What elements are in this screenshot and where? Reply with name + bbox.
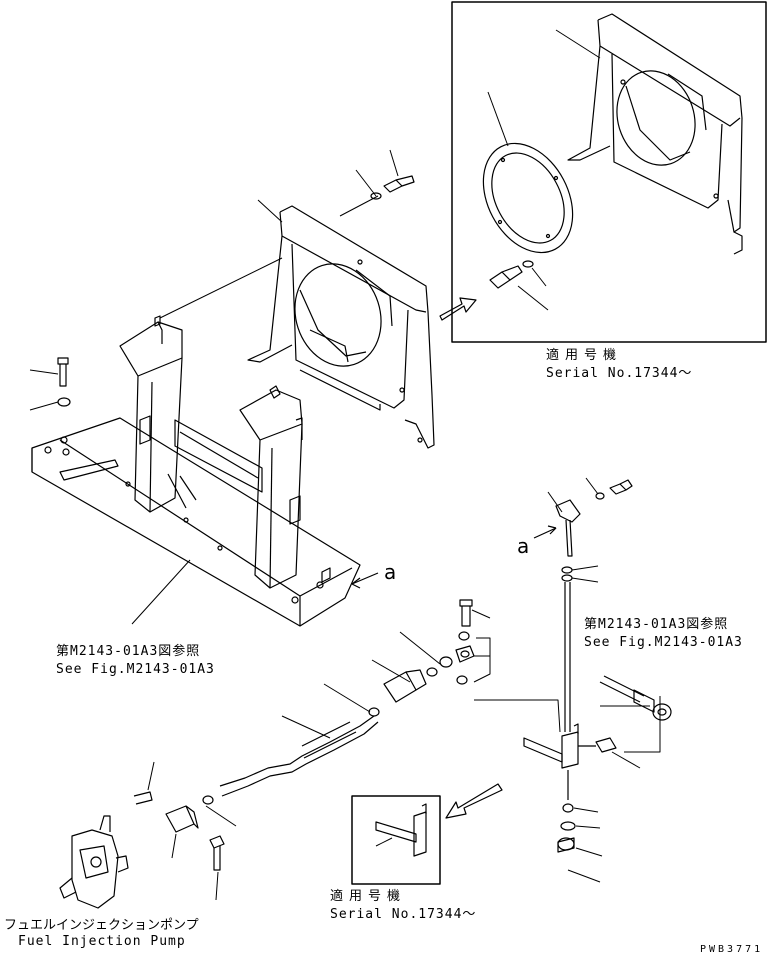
middle-bolt	[455, 599, 475, 685]
inset-bottom-serial-label: Serial No.17344〜	[330, 907, 477, 922]
pump-label-en: Fuel Injection Pump	[18, 934, 186, 949]
main-frame	[31, 315, 361, 627]
drawing-code: PWB3771	[700, 944, 764, 955]
ref-marker-a-main: a	[384, 560, 397, 584]
inset-top-bolt	[489, 260, 534, 289]
pump-label-jp: フュエルインジェクションポンプ	[4, 918, 199, 933]
fuel-injection-pump	[59, 815, 129, 909]
inset-bottom-arrow	[445, 783, 503, 819]
ref-arrow-a-linkage	[533, 527, 557, 539]
inset-bottom-applicable-label: 適用号機	[330, 889, 407, 904]
inset-top-applicable-label: 適用号機	[546, 348, 623, 363]
control-rod	[202, 715, 379, 805]
inset-arrow	[439, 297, 477, 321]
shroud	[247, 205, 435, 449]
column-bolt	[57, 357, 71, 407]
inset-top-shroud	[567, 13, 743, 255]
rod-end	[599, 675, 672, 721]
ref-marker-a-linkage: a	[517, 534, 530, 558]
inset-top-frame	[451, 1, 767, 343]
inset-top-serial-label: Serial No.17344〜	[546, 366, 693, 381]
shroud-bolt	[370, 175, 415, 200]
ref-right-jp: 第M2143-01A3図参照	[584, 617, 729, 632]
ref-right-en: See Fig.M2143-01A3	[584, 635, 743, 650]
pump-link-block	[133, 791, 225, 871]
inset-bottom-lever	[375, 803, 427, 857]
leader-lines	[29, 29, 661, 901]
ref-left-jp: 第M2143-01A3図参照	[56, 644, 201, 659]
ref-left-en: See Fig.M2143-01A3	[56, 662, 215, 677]
inset-top-gasket	[482, 142, 574, 254]
ref-arrow-a-main	[351, 572, 379, 585]
inset-bottom-frame	[351, 795, 441, 885]
